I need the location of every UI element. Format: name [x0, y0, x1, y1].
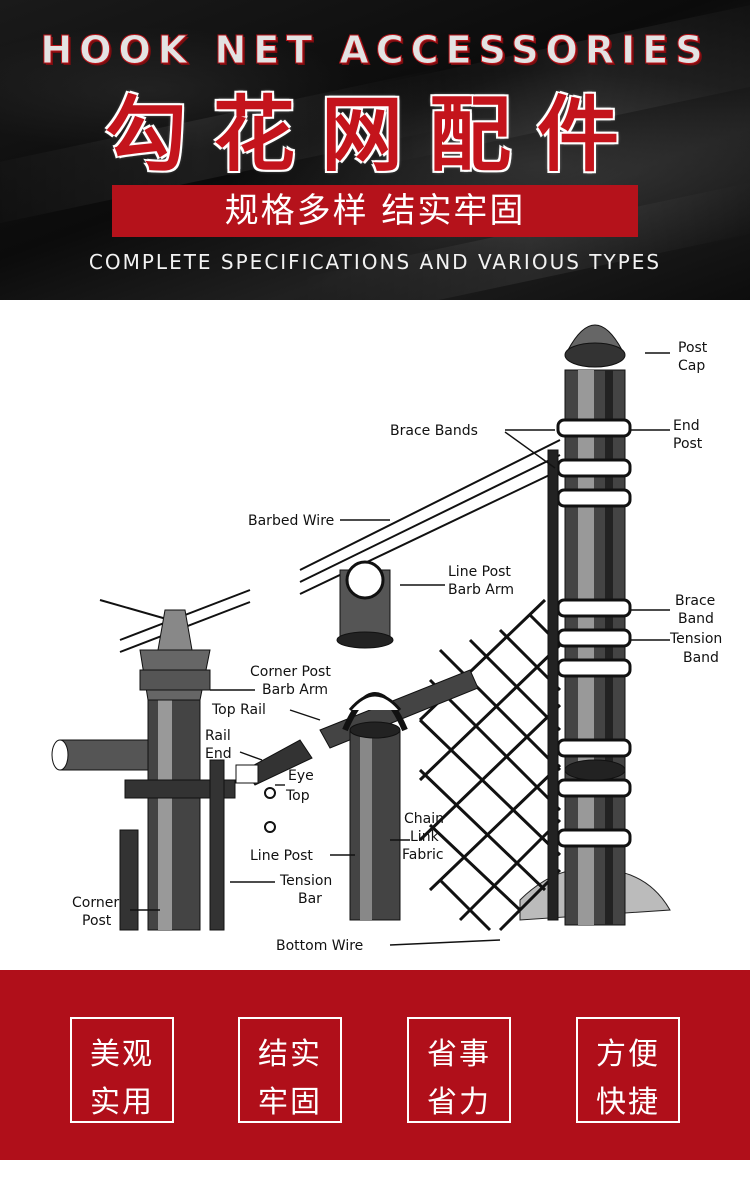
label-tension-bar: Bar — [298, 891, 322, 907]
label-brace-bands: Brace Bands — [390, 423, 478, 439]
feature-box-convenient: 方便 快捷 — [576, 1017, 680, 1123]
feature-line: 方便 — [596, 1037, 660, 1072]
label-brace-band: Brace — [675, 593, 715, 609]
fence-parts-diagram: Post Cap End Post Brace Bands Barbed Wir… — [0, 300, 750, 970]
label-line-post: Line Post — [250, 848, 313, 864]
english-title: HOOK NET ACCESSORIES — [40, 28, 710, 73]
label-tension-bar: Tension — [279, 873, 332, 889]
feature-line: 省事 — [427, 1037, 491, 1072]
label-tension-band: Tension — [669, 631, 722, 647]
english-subtitle: COMPLETE SPECIFICATIONS AND VARIOUS TYPE… — [88, 250, 662, 274]
label-chain-link-fabric: Chain — [404, 811, 444, 827]
bottom-spacer — [0, 1160, 750, 1200]
line-post — [342, 692, 408, 921]
eye-top — [264, 787, 276, 799]
feature-box-sturdy: 结实 牢固 — [238, 1017, 342, 1123]
feature-box-labor-saving: 省事 省力 — [407, 1017, 511, 1123]
label-line-post-barb-arm: Barb Arm — [448, 582, 514, 598]
fence-illustration: Post Cap End Post Brace Bands Barbed Wir… — [51, 324, 722, 954]
label-corner-post: Corner — [72, 895, 119, 911]
label-top-rail: Top Rail — [211, 702, 266, 718]
rail-end — [235, 739, 313, 786]
feature-line: 实用 — [90, 1085, 154, 1120]
corner-post — [119, 609, 236, 931]
label-line-post-barb-arm: Line Post — [448, 564, 511, 580]
slogan-banner: 规格多样 结实牢固 — [112, 185, 638, 237]
label-post-cap: Cap — [678, 358, 705, 374]
eye-top — [264, 821, 276, 833]
label-brace-band: Band — [678, 611, 714, 627]
header-banner: HOOK NET ACCESSORIES 勾花网配件 规格多样 结实牢固 COM… — [0, 0, 750, 300]
features-section: 美观 实用 结实 牢固 省事 省力 方便 快捷 — [0, 970, 750, 1160]
label-barbed-wire: Barbed Wire — [248, 513, 334, 529]
label-tension-band: Band — [683, 650, 719, 666]
feature-line: 结实 — [258, 1037, 322, 1072]
label-corner-post: Post — [82, 913, 112, 929]
label-end-post: End — [673, 418, 700, 434]
part-labels: Post Cap End Post Brace Bands Barbed Wir… — [72, 340, 722, 954]
label-chain-link-fabric: Fabric — [402, 847, 444, 863]
line-post-barb-arm — [336, 560, 394, 649]
feature-line: 牢固 — [258, 1085, 322, 1120]
feature-line: 省力 — [427, 1085, 491, 1120]
label-rail-end: End — [205, 746, 232, 762]
label-eye-top: Eye — [288, 768, 314, 784]
label-rail-end: Rail — [205, 728, 231, 744]
feature-line: 快捷 — [596, 1085, 660, 1120]
label-corner-post-barb-arm: Corner Post — [250, 664, 331, 680]
label-end-post: Post — [673, 436, 703, 452]
leader-lines — [130, 352, 670, 946]
label-chain-link-fabric: Link — [410, 829, 440, 845]
label-bottom-wire: Bottom Wire — [276, 938, 363, 954]
label-eye-top: Top — [285, 788, 310, 804]
label-corner-post-barb-arm: Barb Arm — [262, 682, 328, 698]
end-post — [547, 324, 632, 926]
feature-line: 美观 — [90, 1037, 154, 1072]
label-post-cap: Post — [678, 340, 708, 356]
chain-link-fabric-mesh — [418, 580, 562, 940]
feature-box-beautiful: 美观 实用 — [70, 1017, 174, 1123]
chinese-title: 勾花网配件 — [104, 88, 645, 183]
